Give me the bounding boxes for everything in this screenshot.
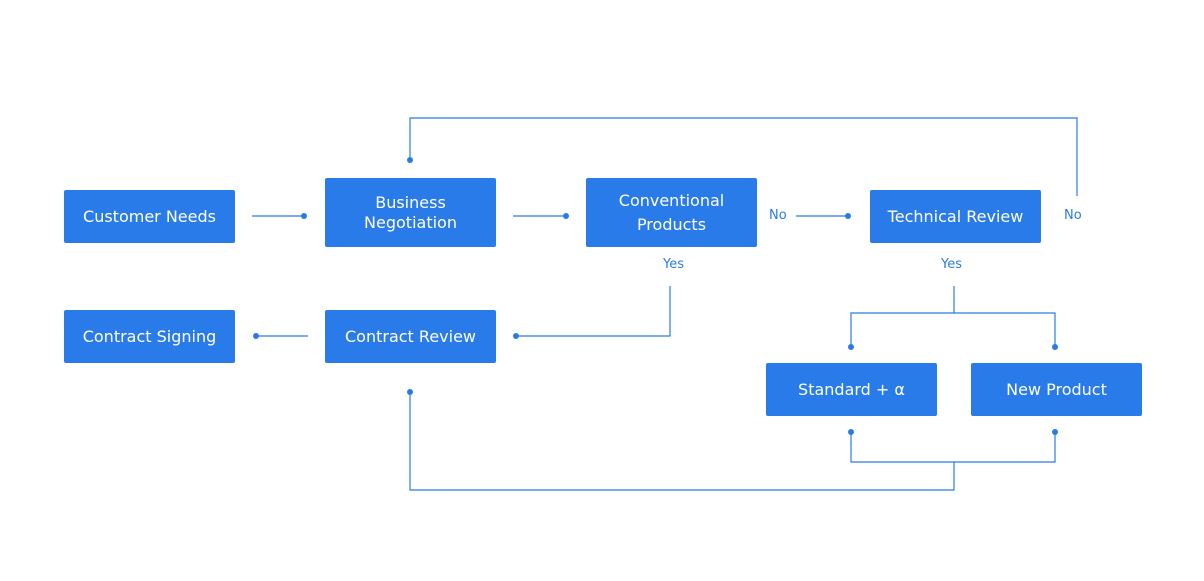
node-customer-needs: Customer Needs [64, 190, 235, 243]
node-label: Technical Review [887, 206, 1024, 226]
arrow-dot [513, 333, 519, 339]
node-contract-signing: Contract Signing [64, 310, 235, 363]
arrow-dot [563, 213, 569, 219]
arrow-dot [1052, 344, 1058, 350]
node-conventional-products: Conventional Products [586, 178, 757, 247]
arrow-dot [1052, 429, 1058, 435]
node-label: New Product [1006, 379, 1107, 399]
arrow-dot [407, 157, 413, 163]
connector-merge-bracket [850, 432, 1056, 463]
connector-technical-no-loop [409, 117, 1078, 196]
node-label: Conventional Products [618, 190, 725, 234]
label-technical-no: No [1064, 208, 1082, 223]
node-label: Business Negotiation [364, 192, 457, 232]
node-business-negotiation: Business Negotiation [325, 178, 496, 247]
node-standard-alpha: Standard + α [766, 363, 937, 416]
connector-conventional-yes-to-review [516, 286, 671, 337]
label-conventional-yes: Yes [663, 257, 684, 272]
arrow-dot [253, 333, 259, 339]
node-technical-review: Technical Review [870, 190, 1041, 243]
node-label: Contract Review [345, 326, 476, 346]
arrow-dot [845, 213, 851, 219]
label-technical-yes: Yes [941, 257, 962, 272]
node-new-product: New Product [971, 363, 1142, 416]
node-contract-review: Contract Review [325, 310, 496, 363]
label-conventional-no: No [769, 208, 787, 223]
node-label: Contract Signing [82, 326, 217, 346]
arrow-dot [848, 344, 854, 350]
arrow-dot [301, 213, 307, 219]
connector-split-to-standard [850, 312, 954, 347]
arrow-dot [407, 389, 413, 395]
node-label: Standard + α [798, 379, 905, 399]
arrow-dot [848, 429, 854, 435]
connector-merge-to-review [409, 392, 955, 491]
connector-split-to-new-product [954, 312, 1056, 347]
node-label: Customer Needs [83, 206, 216, 226]
